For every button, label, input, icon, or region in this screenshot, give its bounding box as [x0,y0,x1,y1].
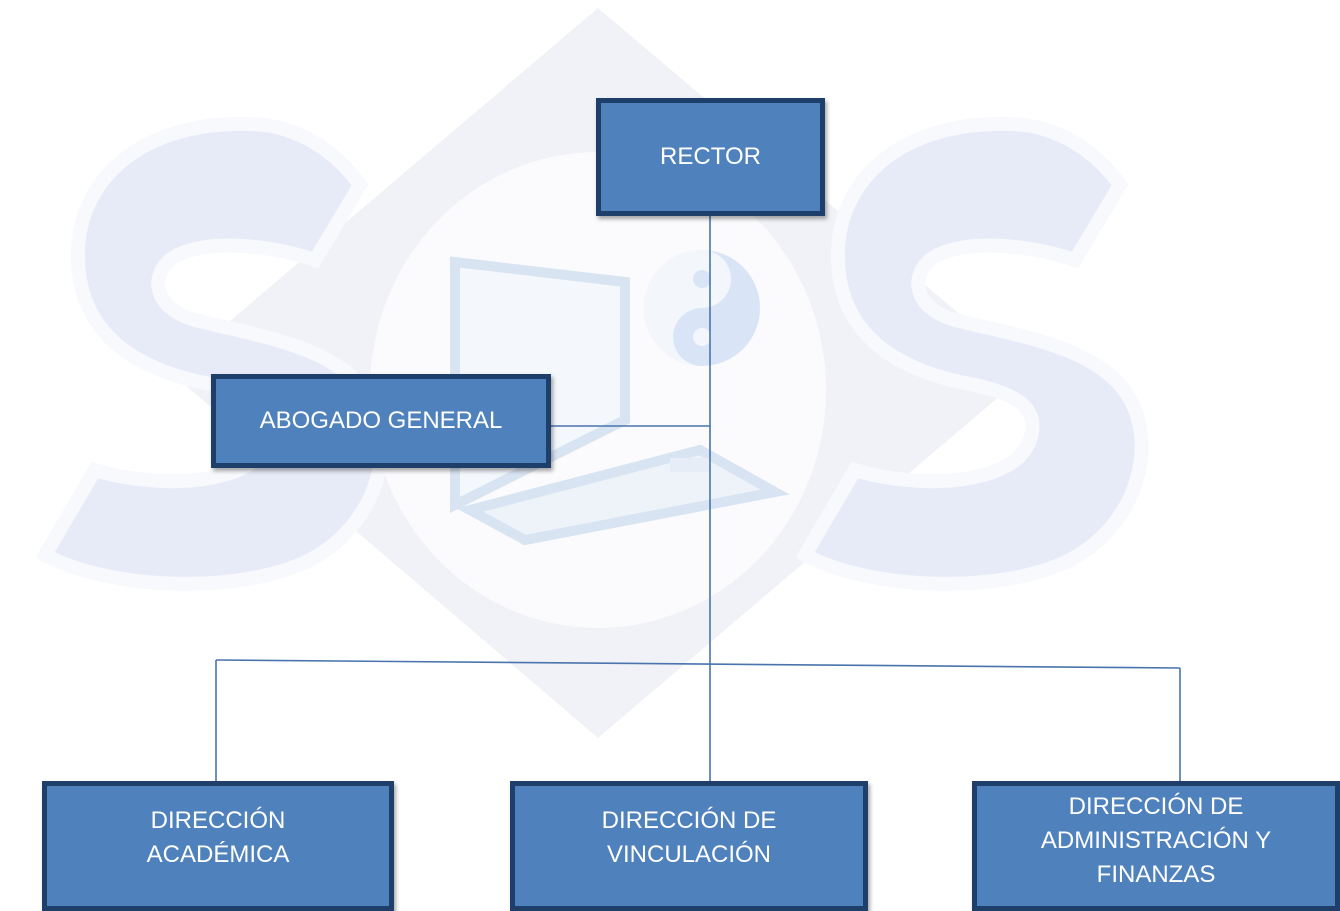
s-letter-icon [35,116,389,591]
org-node-label: DIRECCIÓN ACADÉMICA [146,807,290,868]
org-node-rector: RECTOR [596,98,825,216]
org-node-direccion-academica: DIRECCIÓN ACADÉMICA [42,781,394,911]
connector-horizontal-bus [215,659,1181,669]
org-node-label: DIRECCIÓN DE ADMINISTRACIÓN Y FINANZAS [1040,793,1272,888]
org-node-abogado-general: ABOGADO GENERAL [211,374,551,468]
org-node-label: RECTOR [660,143,761,170]
org-node-direccion-vinculacion: DIRECCIÓN DE VINCULACIÓN [510,781,868,911]
org-node-label: ABOGADO GENERAL [259,407,503,434]
org-node-label: DIRECCIÓN DE VINCULACIÓN [601,807,777,868]
org-node-direccion-administracion: DIRECCIÓN DE ADMINISTRACIÓN Y FINANZAS [972,781,1340,911]
s-letter-icon [795,116,1149,591]
